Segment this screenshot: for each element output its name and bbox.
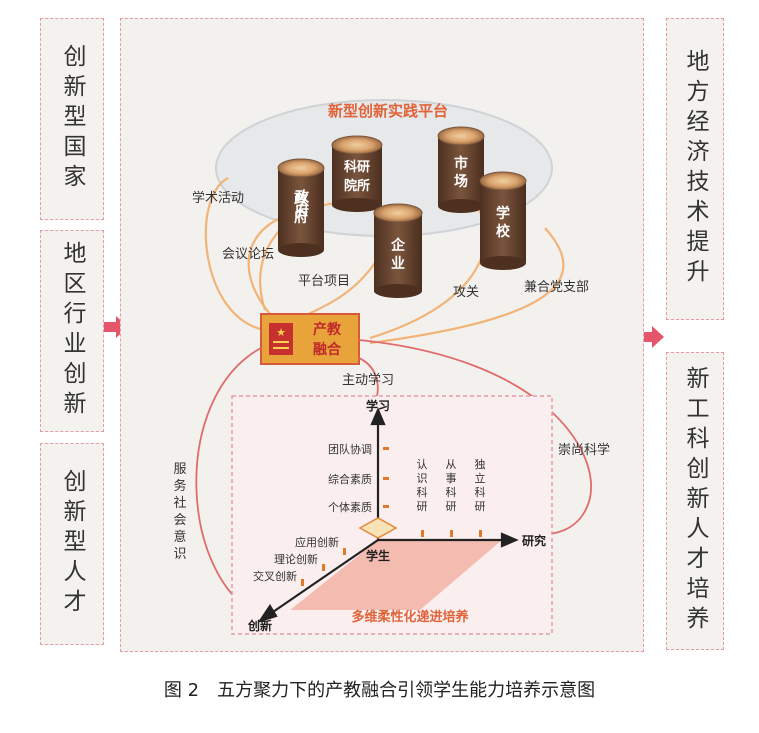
stump-market-label: 市: [454, 155, 468, 172]
svg-text:社: 社: [173, 495, 186, 511]
stump-enterprise-label: 企: [390, 237, 406, 254]
svg-text:独: 独: [475, 458, 486, 471]
stump-market: [437, 126, 485, 213]
left-box-innovative-nation: 创新型国家: [40, 18, 104, 220]
svg-text:立: 立: [475, 471, 486, 485]
figure-caption: 图 2 五方聚力下的产教融合引领学生能力培养示意图: [163, 680, 596, 701]
innovation-tick-2: 理论创新: [274, 552, 318, 566]
label-conference: 会议论坛: [222, 247, 274, 262]
link-enterprise-badge: [299, 262, 376, 319]
stump-enterprise: [373, 203, 423, 298]
stump-research: [331, 135, 383, 212]
innovation-tick-3: 交叉创新: [253, 569, 297, 583]
svg-text:科: 科: [475, 485, 486, 499]
right-box-local-economy: 地方经济技术提升: [666, 18, 724, 320]
svg-text:事: 事: [446, 472, 457, 485]
badge-label-line1: 产教: [313, 321, 342, 338]
link-platform-outer: [204, 177, 266, 332]
label-platform-project: 平台项目: [298, 274, 350, 289]
cultivation-title: 多维柔性化递进培养: [351, 609, 469, 625]
right-box-label: 新工科创新人才培养: [682, 366, 708, 636]
stump-government-label: 政府: [293, 188, 309, 218]
platform-title: 新型创新实践平台: [328, 102, 448, 120]
stump-government: [277, 158, 325, 257]
svg-text:识: 识: [417, 472, 428, 485]
learning-tick-1: 团队协调: [328, 442, 372, 456]
label-party-branch: 兼合党支部: [524, 280, 589, 295]
left-box-label: 创新型国家: [59, 44, 85, 194]
student-cap-icon: [358, 517, 398, 539]
left-box-innovative-talent: 创新型人才: [40, 443, 104, 645]
left-box-label: 创新型人才: [59, 469, 85, 619]
stump-enterprise-label-2: 业: [391, 256, 405, 272]
svg-text:意: 意: [173, 529, 186, 545]
stump-research-label-2: 院所: [344, 178, 370, 194]
label-service-awareness: 服 务 社 会 意 识: [173, 462, 186, 562]
svg-text:从: 从: [446, 458, 457, 471]
label-active-learning: 主动学习: [342, 372, 394, 388]
innovation-plane: [290, 540, 502, 610]
stump-government-label-2: 府: [294, 209, 308, 226]
svg-text:研: 研: [475, 500, 486, 513]
axis-student: 学生: [366, 548, 390, 563]
diagram-canvas: 新型创新实践平台 政府 科研 院所 市 场 企 业 学 校: [173, 99, 610, 635]
svg-text:认: 认: [417, 458, 428, 471]
svg-text:科: 科: [417, 485, 428, 499]
label-tackle: 攻关: [453, 285, 479, 300]
stump-school-label-2: 校: [496, 223, 511, 240]
link-government-badge: [247, 217, 281, 315]
svg-text:服: 服: [173, 462, 186, 477]
stump-market-label-2: 场: [454, 174, 468, 190]
learning-tick-2: 综合素质: [328, 472, 372, 486]
link-school-badge: [369, 227, 565, 345]
svg-text:识: 识: [173, 547, 186, 562]
svg-text:★: ★: [276, 326, 286, 339]
stump-government-label-1: 政: [294, 191, 309, 208]
badge-label-line2: 融合: [313, 341, 342, 358]
innovation-tick-1: 应用创新: [295, 535, 339, 549]
right-box-engineering-talent: 新工科创新人才培养: [666, 352, 724, 650]
stump-school-label: 学: [496, 205, 510, 222]
left-box-label: 地区行业创新: [59, 241, 85, 421]
label-academic-activity: 学术活动: [192, 190, 244, 206]
svg-text:研: 研: [417, 500, 428, 513]
svg-text:研: 研: [446, 500, 457, 513]
axis-learning: 学习: [366, 398, 390, 413]
right-box-label: 地方经济技术提升: [682, 49, 708, 289]
svg-text:会: 会: [173, 513, 186, 528]
axis-research: 研究: [522, 533, 546, 548]
left-box-regional-innovation: 地区行业创新: [40, 230, 104, 432]
learning-tick-3: 个体素质: [328, 500, 372, 514]
axis-innovation: 创新: [247, 618, 272, 633]
right-arrow-icon: [638, 326, 664, 348]
svg-text:务: 务: [173, 478, 186, 494]
label-science-respect: 崇尚科学: [558, 442, 610, 458]
stump-school: [479, 171, 527, 270]
svg-text:科: 科: [446, 485, 457, 499]
stump-research-label: 科研: [344, 159, 370, 175]
